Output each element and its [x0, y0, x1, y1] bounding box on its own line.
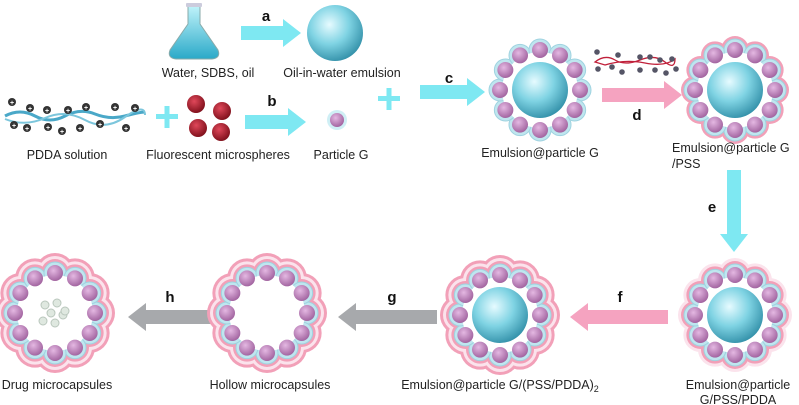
svg-text:+: + [28, 106, 32, 113]
arrow-b [245, 108, 306, 136]
negative-charge-icon [669, 56, 675, 62]
label-fluorescent-microspheres: Fluorescent microspheres [146, 148, 290, 162]
negative-charge-icon [595, 66, 601, 72]
pdda-polymer-chain: + + + + + + + + + + + + + + [4, 98, 146, 136]
label-hollow-microcapsules: Hollow microcapsules [210, 378, 331, 392]
step-a-label: a [262, 8, 271, 25]
hollow-microcapsule [207, 253, 327, 373]
arrow-h [128, 303, 222, 331]
pss-polymer-chain [593, 56, 676, 66]
negative-charge-icon [652, 67, 658, 73]
negative-charge-icon [594, 49, 600, 55]
label-drug-microcapsules: Drug microcapsules [2, 378, 112, 392]
negative-charge-icon [637, 67, 643, 73]
svg-text:+: + [10, 100, 14, 107]
arrow-a [241, 19, 301, 47]
emulsion-particle-g-pss-pdda [678, 258, 792, 372]
label-pss-pdda-line2: G/PSS/PDDA [700, 393, 777, 405]
oil-in-water-emulsion-droplet [307, 5, 363, 61]
svg-text:+: + [124, 126, 128, 133]
negative-charge-icon [619, 69, 625, 75]
fluorescent-microspheres [187, 95, 231, 141]
svg-text:+: + [12, 123, 16, 130]
svg-text:+: + [98, 122, 102, 129]
label-emulsion-pss-line1: Emulsion@particle G [672, 141, 790, 155]
svg-text:+: + [46, 125, 50, 132]
drug-microcapsule [0, 253, 115, 373]
step-h-label: h [165, 289, 174, 306]
flask-icon [168, 3, 220, 60]
negative-charge-icon [609, 64, 615, 70]
step-c-label: c [445, 70, 453, 87]
particle-g [327, 110, 347, 130]
negative-charge-icon [663, 70, 669, 76]
svg-text:+: + [25, 126, 29, 133]
negative-charge-icon [657, 57, 663, 63]
arrow-d [602, 81, 682, 109]
label-pdda-solution: PDDA solution [27, 148, 108, 162]
svg-text:+: + [66, 108, 70, 115]
negative-charge-icon [673, 66, 679, 72]
label-emulsion-pss-line2: /PSS [672, 157, 701, 171]
label-pss-pdda-multilayer: Emulsion@particle G/(PSS/PDDA)2 [401, 378, 599, 394]
arrow-g [338, 303, 437, 331]
negative-charge-icon [615, 52, 621, 58]
step-g-label: g [387, 289, 396, 306]
plus-icon [378, 88, 400, 110]
label-water-sdbs-oil: Water, SDBS, oil [162, 66, 255, 80]
svg-text:+: + [113, 105, 117, 112]
step-d-label: d [632, 107, 641, 124]
step-f-label: f [618, 289, 624, 306]
step-b-label: b [267, 93, 276, 110]
svg-text:+: + [133, 106, 137, 113]
svg-text:+: + [60, 129, 64, 136]
negative-charge-icon [637, 54, 643, 60]
arrow-c [420, 78, 485, 106]
label-particle-g: Particle G [314, 148, 369, 162]
label-oil-in-water-emulsion: Oil-in-water emulsion [283, 66, 400, 80]
emulsion-particle-g-pss-pdda-multilayer [440, 255, 560, 375]
label-pss-pdda-line1: Emulsion@particle [686, 378, 790, 392]
arrow-e [720, 170, 748, 252]
emulsion-particle-g [488, 38, 592, 142]
svg-text:+: + [45, 108, 49, 115]
svg-text:+: + [78, 126, 82, 133]
arrow-f [570, 303, 668, 331]
svg-text:+: + [84, 105, 88, 112]
step-e-label: e [708, 199, 716, 216]
plus-icon [156, 106, 178, 128]
negative-charge-icon [647, 54, 653, 60]
label-emulsion-particle-g: Emulsion@particle G [481, 146, 599, 160]
emulsion-particle-g-pss [681, 36, 789, 144]
